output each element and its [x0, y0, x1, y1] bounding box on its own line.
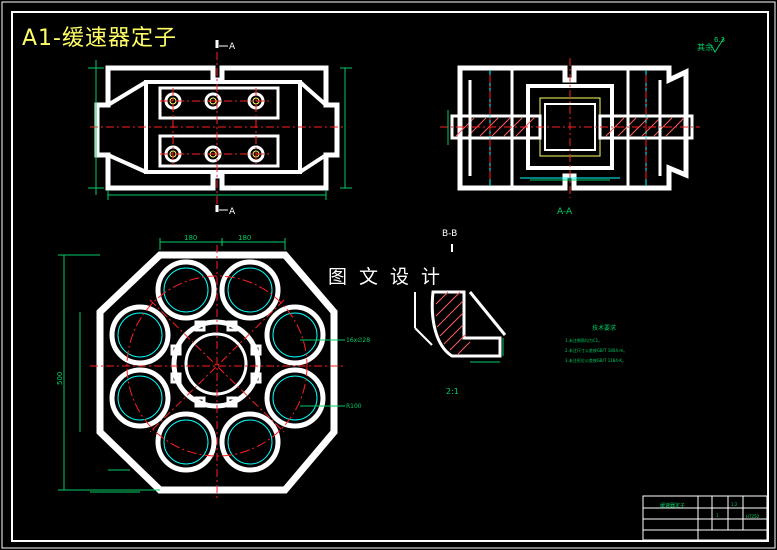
tech-item-3: 3.未注形位公差按GB/T 1184-K。	[565, 357, 626, 363]
pocket	[219, 259, 281, 321]
octagon-dims	[58, 238, 345, 493]
title-block-frame	[642, 495, 768, 541]
dim-top-offset: 180	[238, 234, 251, 242]
central-bore-inner	[184, 332, 248, 396]
roughness-value: 6.3	[714, 36, 725, 44]
part-outline	[94, 65, 340, 191]
detail-scale: 2:1	[446, 387, 459, 396]
section-center-lines	[440, 58, 700, 198]
title-block-part-name: 缓速器定子	[660, 502, 685, 509]
chamfer-line	[298, 153, 328, 174]
title-block-grid	[643, 496, 767, 540]
tech-item-2: 2.未注尺寸公差按GB/T 1804-m。	[565, 347, 627, 353]
dim-radius-note: R100	[346, 403, 362, 410]
tech-requirements: 技术要求 1.未注倒角均为C1。 2.未注尺寸公差按GB/T 1804-m。 3…	[565, 324, 627, 363]
dim-top-width: 180	[184, 234, 197, 242]
section-dims	[447, 110, 610, 181]
section-aa-view: A-A 其余 6.3	[440, 36, 725, 217]
watermark-text: 图文设计	[328, 266, 453, 288]
bb-dims	[470, 338, 504, 363]
view-label-aa: A-A	[557, 207, 573, 217]
pocket	[109, 304, 171, 366]
pocket	[264, 304, 326, 366]
pocket	[155, 411, 217, 473]
section-bb-view: B-B 2:1	[414, 229, 507, 396]
pitch-circle	[126, 275, 308, 457]
pocket	[109, 367, 171, 429]
octagon-outline	[96, 251, 338, 494]
dimension-lines	[88, 60, 352, 200]
tech-item-1: 1.未注倒角均为C1。	[565, 337, 602, 343]
center-lines	[90, 52, 345, 205]
roughness-icon	[710, 37, 725, 53]
title-block-material: HT250	[746, 514, 760, 519]
tech-heading: 技术要求	[592, 324, 616, 332]
pockets	[109, 259, 326, 473]
bb-guide	[414, 327, 433, 346]
section-partitions	[468, 68, 662, 188]
octagon-view: 180 180 16x∅28 R100 500	[56, 234, 370, 500]
bb-profile	[430, 290, 502, 358]
dim-side-note: 16x∅28	[346, 337, 370, 344]
roughness-note: 其余	[697, 42, 713, 52]
title-block-sheet: 1	[716, 513, 719, 518]
title-block: 缓速器定子 1:2 HT250 1	[642, 495, 768, 541]
drawing-title: A1-缓速器定子	[22, 26, 177, 51]
title-block-scale: 1:2	[731, 502, 738, 507]
view-label-bb: B-B	[442, 229, 457, 239]
section-label-a-top: A	[229, 42, 236, 52]
dim-height-total: 500	[56, 372, 64, 385]
bb-edge	[468, 291, 507, 336]
pocket	[264, 367, 326, 429]
section-label-a-bottom: A	[229, 207, 236, 217]
inner-frame	[11, 11, 769, 542]
rib-upper	[158, 86, 280, 120]
rib-lower	[158, 134, 280, 168]
pocket	[155, 259, 217, 321]
bb-hatch	[435, 291, 471, 355]
chamfer-line	[106, 80, 148, 107]
top-left-view: A A	[88, 40, 352, 217]
octagon-center-lines	[90, 245, 345, 500]
chamfer-line	[107, 153, 147, 174]
central-bore-outer	[171, 319, 261, 409]
pocket	[219, 411, 281, 473]
bore-keys	[170, 320, 262, 408]
chamfer-line	[298, 80, 328, 107]
